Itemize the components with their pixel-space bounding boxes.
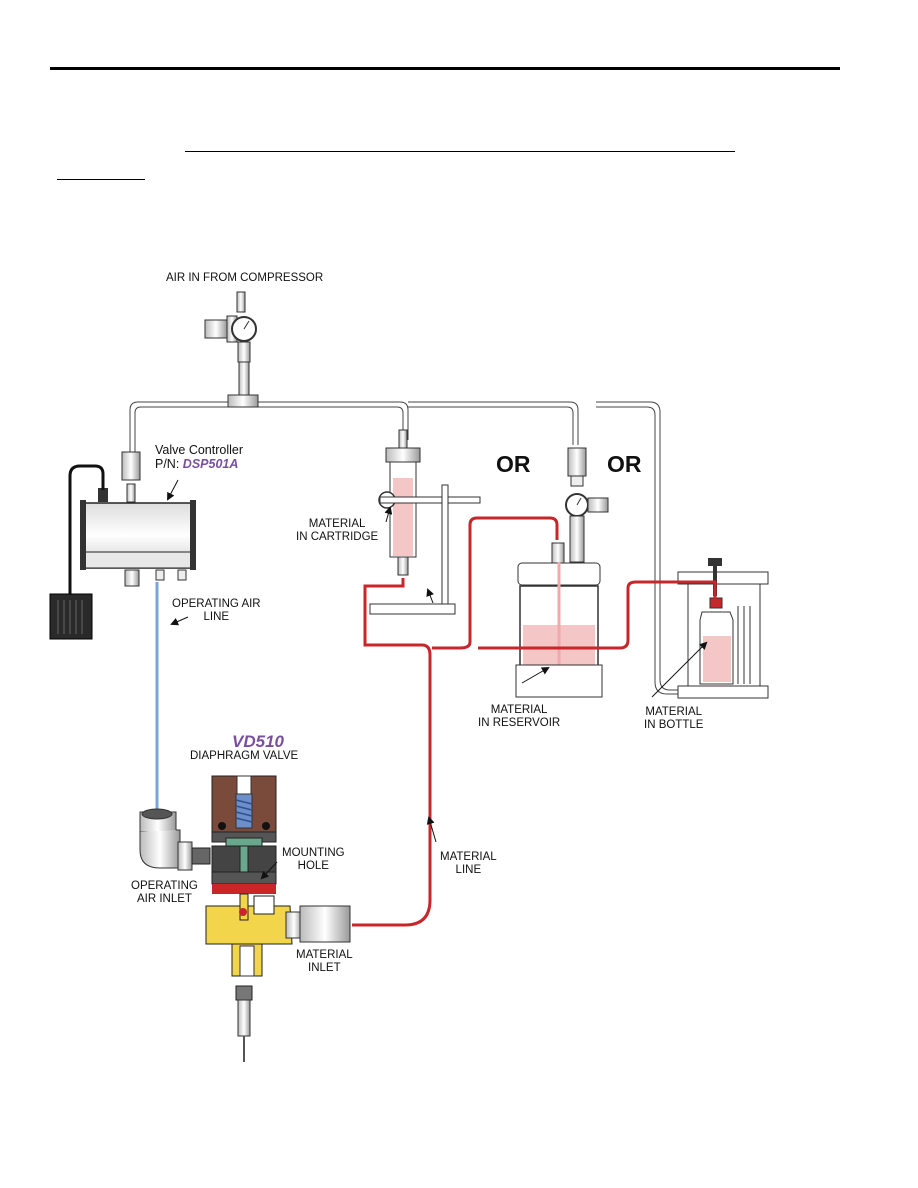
air-in-label: AIR IN FROM COMPRESSOR xyxy=(166,272,324,284)
operating-air-line-label-1: OPERATING AIR xyxy=(172,598,261,610)
controller-name: Valve Controller xyxy=(155,443,244,457)
air-inlet-label-2: AIR INLET xyxy=(136,893,192,905)
air-inlet-label-1: OPERATING xyxy=(131,880,198,892)
pn-value: DSP501A xyxy=(182,457,239,471)
material-inlet-label-2: INLET xyxy=(308,962,341,974)
cartridge-label-line1: MATERIAL xyxy=(308,518,366,530)
material-line-label-2: LINE xyxy=(455,864,482,876)
mounting-hole-label: MOUNTING HOLE xyxy=(282,847,345,873)
pn-prefix: P/N: xyxy=(155,457,183,471)
bottle-label: MATERIAL IN BOTTLE xyxy=(644,706,703,732)
valve-type-label: DIAPHRAGM VALVE xyxy=(190,750,299,762)
material-reservoir xyxy=(515,447,609,698)
air-supply-piping xyxy=(129,401,678,695)
material-cartridge xyxy=(369,429,481,615)
cartridge-label: MATERIAL IN CARTRIDGE xyxy=(296,518,378,544)
valve-model-label: VD510 xyxy=(232,732,284,751)
reservoir-label-2: IN RESERVOIR xyxy=(478,717,561,729)
air-inlet-label: OPERATING AIR INLET xyxy=(131,880,198,906)
mounting-hole-label-1: MOUNTING xyxy=(282,847,345,859)
reservoir-label: MATERIAL IN RESERVOIR xyxy=(478,704,560,730)
bottle-label-2: IN BOTTLE xyxy=(644,719,704,731)
operating-air-line-label: OPERATING AIR LINE xyxy=(172,598,261,624)
bottle-label-1: MATERIAL xyxy=(645,706,703,718)
material-inlet-label-1: MATERIAL xyxy=(296,949,353,961)
controller-part-number: P/N: DSP501A xyxy=(155,457,243,471)
material-bottle xyxy=(677,558,769,699)
controller-label: Valve Controller P/N: DSP501A xyxy=(155,443,243,471)
operating-air-inlet-fitting xyxy=(139,808,211,871)
foot-pedal xyxy=(49,593,93,640)
diaphragm-valve xyxy=(205,775,351,1062)
pedal-cable xyxy=(68,464,105,596)
material-lines xyxy=(352,516,717,927)
operating-air-line-label-2: LINE xyxy=(203,611,230,623)
subsection-rule xyxy=(57,179,145,180)
section-rule xyxy=(185,151,735,152)
or-label-1: OR xyxy=(496,451,531,477)
material-inlet-label: MATERIAL INLET xyxy=(296,949,353,975)
valve-controller-body xyxy=(80,451,196,587)
compressor-regulator xyxy=(204,291,259,408)
mounting-hole-label-2: HOLE xyxy=(297,860,329,872)
reservoir-label-1: MATERIAL xyxy=(490,704,548,716)
material-line-label: MATERIAL LINE xyxy=(440,851,497,877)
material-line-label-1: MATERIAL xyxy=(440,851,497,863)
top-rule xyxy=(50,67,840,70)
or-label-2: OR xyxy=(607,451,642,477)
cartridge-label-line2: IN CARTRIDGE xyxy=(296,531,379,543)
